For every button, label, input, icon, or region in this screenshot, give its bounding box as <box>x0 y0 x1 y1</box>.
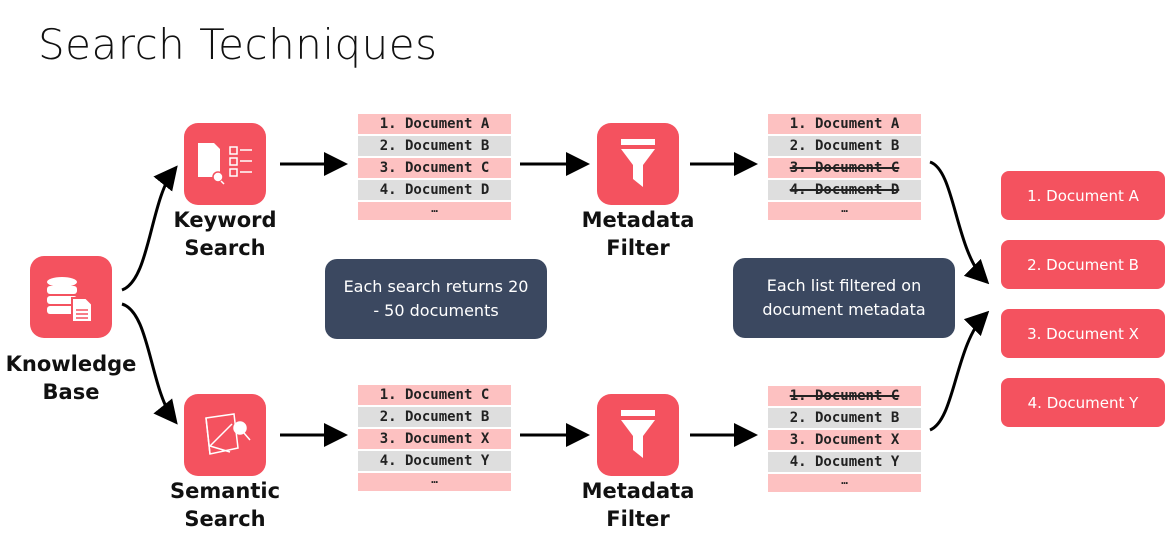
list-item: 2. Document B <box>768 408 921 428</box>
keyword-search-icon <box>184 123 266 205</box>
label-line: Metadata <box>581 208 695 232</box>
list-item-text: … <box>841 474 848 487</box>
list-item-text: 3. Document X <box>379 431 490 447</box>
list-item-text: … <box>841 202 848 215</box>
list-item-text: 3. Document C <box>379 160 490 176</box>
list-item-text: 4. Document D <box>789 182 900 198</box>
list-item-text: 2. Document B <box>379 138 490 154</box>
filter-icon <box>597 394 679 476</box>
label-line: Search <box>184 236 266 260</box>
list-item: 1. Document C <box>358 385 511 405</box>
label-line: Base <box>42 380 100 404</box>
list-item: 3. Document C <box>358 158 511 178</box>
label-line: Semantic <box>169 479 281 503</box>
list-item-text: 4. Document D <box>379 182 490 198</box>
list-item: 2. Document B <box>358 136 511 156</box>
keyword-results-list: 1. Document A 2. Document B 3. Document C 4… <box>358 114 511 222</box>
final-result-item: 4. Document Y <box>1001 378 1165 427</box>
semantic-search-label: Semantic Search <box>145 477 305 533</box>
list-item: 3. Document C <box>768 158 921 178</box>
metadata-filter-bottom-label: Metadata Filter <box>558 477 718 533</box>
semantic-search-icon <box>184 394 266 476</box>
label-line: Filter <box>606 236 670 260</box>
list-item: 4. Document D <box>358 180 511 200</box>
label-line: Knowledge <box>5 352 137 376</box>
metadata-filter-top-label: Metadata Filter <box>558 206 718 262</box>
final-result-item: 2. Document B <box>1001 240 1165 289</box>
list-item-text: 4. Document Y <box>789 454 900 470</box>
knowledge-base-label: Knowledge Base <box>0 350 151 406</box>
list-item: … <box>768 474 921 492</box>
arrow-kb-to-keyword <box>121 165 178 292</box>
list-item-text: 4. Document Y <box>379 453 490 469</box>
list-item: 2. Document B <box>358 407 511 427</box>
list-item: … <box>358 202 511 220</box>
arrow-top-to-results <box>929 160 990 285</box>
list-item: 4. Document Y <box>358 451 511 471</box>
list-item-text: 2. Document B <box>789 138 900 154</box>
list-item: … <box>358 473 511 491</box>
label-line: Search <box>184 507 266 531</box>
keyword-search-label: Keyword Search <box>145 206 305 262</box>
list-item-text: … <box>431 202 438 215</box>
list-item: 1. Document A <box>358 114 511 134</box>
list-item-text: 1. Document C <box>789 388 900 404</box>
list-item: 3. Document X <box>768 430 921 450</box>
filtered-note: Each list filtered on document metadata <box>733 258 955 338</box>
semantic-results-list: 1. Document C 2. Document B 3. Document X 4… <box>358 385 511 493</box>
arrow-kb-to-semantic <box>121 302 178 425</box>
list-item: … <box>768 202 921 220</box>
list-item: 2. Document B <box>768 136 921 156</box>
list-item-text: 3. Document X <box>789 432 900 448</box>
list-item-text: 1. Document C <box>379 387 490 403</box>
database-icon <box>30 256 112 338</box>
list-item: 1. Document A <box>768 114 921 134</box>
list-item-text: 2. Document B <box>789 410 900 426</box>
list-item-text: 1. Document A <box>789 116 900 132</box>
keyword-filtered-list: 1. Document A 2. Document B 3. Document C 4… <box>768 114 921 222</box>
list-item-text: 3. Document C <box>789 160 900 176</box>
semantic-filtered-list: 1. Document C 2. Document B 3. Document X 4… <box>768 386 921 494</box>
list-item: 4. Document D <box>768 180 921 200</box>
list-item: 4. Document Y <box>768 452 921 472</box>
list-item: 1. Document C <box>768 386 921 406</box>
list-item-text: 1. Document A <box>379 116 490 132</box>
search-returns-note: Each search returns 20 - 50 documents <box>325 259 547 339</box>
list-item-text: … <box>431 473 438 486</box>
final-result-item: 3. Document X <box>1001 309 1165 358</box>
label-line: Metadata <box>581 479 695 503</box>
page-title: Search Techniques <box>38 20 438 69</box>
label-line: Keyword <box>173 208 277 232</box>
arrow-bottom-to-results <box>929 310 990 432</box>
note-text: Each list filtered on document metadata <box>762 276 926 319</box>
list-item-text: 2. Document B <box>379 409 490 425</box>
filter-icon <box>597 123 679 205</box>
final-result-item: 1. Document A <box>1001 171 1165 220</box>
list-item: 3. Document X <box>358 429 511 449</box>
note-text: Each search returns 20 - 50 documents <box>343 277 529 320</box>
label-line: Filter <box>606 507 670 531</box>
